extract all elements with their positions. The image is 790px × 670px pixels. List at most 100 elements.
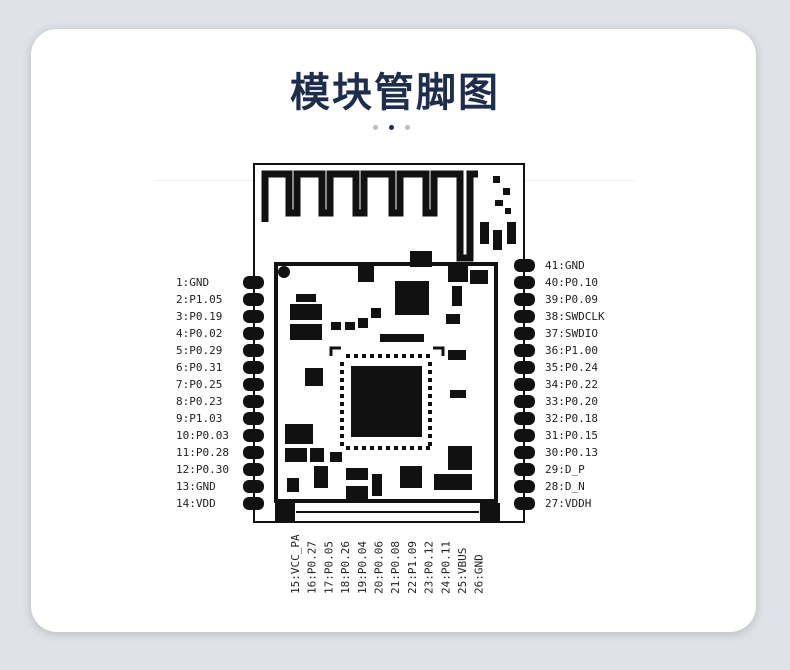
chip-pad [386,446,390,450]
chip-pad [340,362,344,366]
carousel-dots [373,124,413,132]
bottom-pin-label: 21:P0.08 [389,541,402,594]
right-pin-pad [514,327,535,340]
right-pin-label: 33:P0.20 [545,395,598,408]
right-pin-label: 41:GND [545,259,585,272]
bottom-pin-label: 17:P0.05 [322,541,335,594]
shield-outline [274,262,498,503]
left-pin-pad [243,361,264,374]
bottom-pin-label: 18:P0.26 [339,541,352,594]
chip-pad [410,446,414,450]
chip-pad [340,378,344,382]
left-pin-pad [243,310,264,323]
chip-pad [428,378,432,382]
right-pin-label: 35:P0.24 [545,361,598,374]
chip-pad [428,370,432,374]
left-pin-label: 1:GND [176,276,209,289]
module-outline [253,163,525,523]
left-pin-pad [243,327,264,340]
antenna-trace [261,170,478,262]
bottom-pin-label: 26:GND [473,554,486,594]
chip-pad [428,362,432,366]
bottom-pad-15 [275,503,295,521]
right-pin-pad [514,412,535,425]
chip-pad [362,354,366,358]
chip-pad [428,442,432,446]
left-pin-label: 2:P1.05 [176,293,222,306]
chip-pad [428,410,432,414]
right-pin-label: 30:P0.13 [545,446,598,459]
right-pin-label: 31:P0.15 [545,429,598,442]
chip-pad [340,370,344,374]
chip-pad [370,446,374,450]
left-pin-pad [243,412,264,425]
left-pin-label: 10:P0.03 [176,429,229,442]
left-pin-label: 3:P0.19 [176,310,222,323]
bottom-pin-label: 16:P0.27 [306,541,319,594]
top-component [410,251,432,267]
left-pin-pad [243,276,264,289]
right-pin-labels: 41:GND40:P0.1039:P0.0938:SWDCLK37:SWDIO3… [545,259,605,510]
chip-pad [428,386,432,390]
chip-pad [428,418,432,422]
right-pin-pad [514,480,535,493]
left-pin-pad [243,463,264,476]
chip-pad [340,442,344,446]
small-chip [395,281,429,315]
carousel-dot-active[interactable] [389,125,394,130]
left-pin-pad [243,429,264,442]
carousel-dot[interactable] [373,125,378,130]
chip-pad [410,354,414,358]
right-pin-label: 32:P0.18 [545,412,598,425]
bottom-pin-label: 23:P0.12 [423,541,436,594]
chip-pad [428,394,432,398]
passive-components [285,266,488,502]
chip-pad [340,426,344,430]
left-pin-label: 13:GND [176,480,216,493]
right-pin-label: 36:P1.00 [545,344,598,357]
right-pin-pads [514,259,535,510]
right-pin-label: 28:D_N [545,480,585,493]
bottom-pin-label: 20:P0.06 [373,541,386,594]
bottom-pin-label: 24:P0.11 [439,541,452,594]
chip-pad [394,446,398,450]
bottom-pad-26 [480,503,500,521]
right-pin-pad [514,361,535,374]
right-pin-pad [514,276,535,289]
right-pin-pad [514,497,535,510]
left-pin-labels: 1:GND2:P1.053:P0.194:P0.025:P0.296:P0.31… [176,276,229,510]
right-pin-pad [514,310,535,323]
chip-pad [370,354,374,358]
left-pin-label: 7:P0.25 [176,378,222,391]
left-pin-pad [243,480,264,493]
chip-pad [340,386,344,390]
bottom-pin-label: 19:P0.04 [356,541,369,594]
left-pin-label: 12:P0.30 [176,463,229,476]
chip-pad [386,354,390,358]
chip-pad [340,402,344,406]
right-pin-label: 27:VDDH [545,497,591,510]
left-pin-label: 14:VDD [176,497,216,510]
right-pin-pad [514,395,535,408]
chip-pad [426,354,430,358]
chip-pad [402,354,406,358]
chip-pad [402,446,406,450]
chip-pad [426,446,430,450]
left-pin-pads [243,276,264,510]
pin1-marker [278,266,290,278]
carousel-dot[interactable] [405,125,410,130]
right-pin-label: 38:SWDCLK [545,310,605,323]
chip-pad [354,354,358,358]
right-pin-pad [514,344,535,357]
chip-pad [378,446,382,450]
left-pin-label: 11:P0.28 [176,446,229,459]
left-pin-pad [243,293,264,306]
right-pin-label: 37:SWDIO [545,327,598,340]
antenna-components [480,176,516,250]
chip-pad [418,354,422,358]
chip-corner-marks [329,346,445,356]
right-pin-label: 34:P0.22 [545,378,598,391]
main-chip [351,366,422,437]
chip-pad [428,426,432,430]
